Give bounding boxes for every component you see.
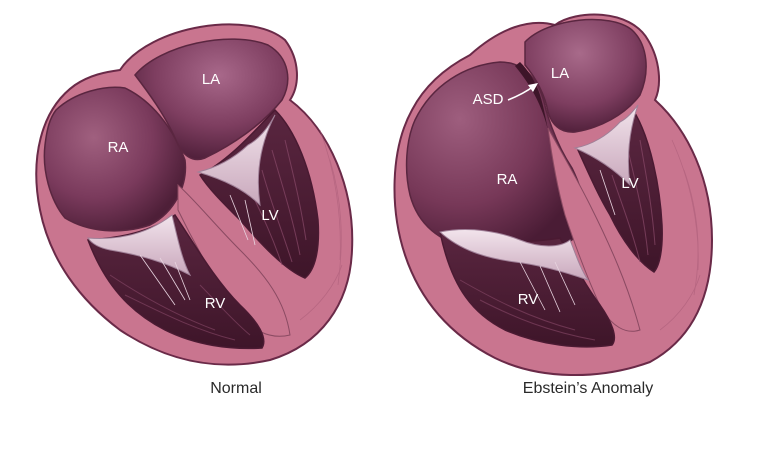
ebstein-myocardium-texture bbox=[659, 139, 701, 331]
ebstein-rv-trabeculae bbox=[459, 279, 596, 341]
ebstein-tricuspid-valve bbox=[438, 229, 590, 281]
normal-left-atrium bbox=[134, 38, 289, 161]
asd-arrow bbox=[507, 83, 538, 101]
normal-chordae bbox=[139, 194, 256, 306]
ebstein-label-asd: ASD bbox=[473, 91, 504, 108]
ebstein-septum bbox=[547, 127, 641, 332]
ebstein-label-la: LA bbox=[551, 65, 569, 82]
ebstein-heart: ASD LA RA LV RV bbox=[393, 13, 714, 377]
normal-heart: RA LA LV RV bbox=[35, 23, 354, 366]
normal-caption: Normal bbox=[210, 380, 262, 397]
ebstein-label-lv: LV bbox=[621, 175, 638, 192]
normal-label-ra: RA bbox=[108, 139, 129, 156]
normal-myocardium-texture bbox=[299, 129, 343, 321]
normal-rv-trabeculae bbox=[109, 274, 251, 341]
normal-label-la: LA bbox=[202, 71, 220, 88]
normal-right-atrium bbox=[43, 86, 187, 232]
ebstein-caption: Ebstein’s Anomaly bbox=[522, 380, 654, 397]
ebstein-lv-trabeculae bbox=[611, 139, 656, 263]
normal-label-rv: RV bbox=[205, 295, 226, 312]
ebstein-mitral-valve bbox=[573, 104, 639, 187]
ebstein-label-ra: RA bbox=[497, 171, 518, 188]
ebstein-chordae bbox=[519, 169, 616, 313]
normal-label-lv: LV bbox=[261, 207, 278, 224]
normal-tricuspid-valve bbox=[87, 214, 192, 277]
ebstein-label-rv: RV bbox=[518, 291, 539, 308]
ebstein-asd-defect bbox=[515, 62, 548, 130]
normal-mitral-valve bbox=[196, 114, 276, 207]
ebstein-left-atrium bbox=[524, 18, 647, 133]
